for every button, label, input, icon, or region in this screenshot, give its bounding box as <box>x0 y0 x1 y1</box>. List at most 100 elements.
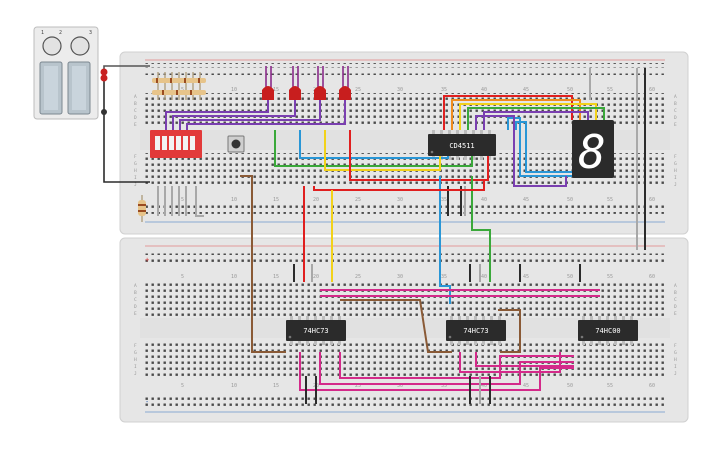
svg-text:55: 55 <box>607 87 613 93</box>
power-leads[interactable] <box>100 65 151 183</box>
svg-text:G: G <box>134 350 137 356</box>
svg-text:15: 15 <box>273 383 279 389</box>
svg-text:I: I <box>134 364 137 370</box>
svg-text:G: G <box>674 161 677 167</box>
svg-text:E: E <box>674 311 677 317</box>
svg-text:30: 30 <box>397 197 403 203</box>
svg-text:35: 35 <box>441 383 447 389</box>
svg-text:G: G <box>134 161 137 167</box>
svg-text:C: C <box>674 108 677 114</box>
svg-text:5: 5 <box>181 383 184 389</box>
svg-text:H: H <box>134 168 137 174</box>
svg-text:60: 60 <box>649 383 655 389</box>
74hc73-chip-1[interactable]: 74HC73 <box>286 316 346 345</box>
svg-text:A: A <box>674 94 677 100</box>
svg-text:F: F <box>674 154 677 160</box>
bottom-row-letters-right: A B C D E F G H I J <box>674 283 677 377</box>
svg-text:50: 50 <box>567 383 573 389</box>
push-button[interactable] <box>227 135 245 153</box>
svg-text:H: H <box>674 357 677 363</box>
svg-text:J: J <box>134 371 137 377</box>
svg-text:25: 25 <box>355 197 361 203</box>
svg-text:F: F <box>674 343 677 349</box>
magenta-wires[interactable] <box>299 289 600 391</box>
power-supply[interactable]: 1 2 3 <box>33 26 99 120</box>
svg-text:55: 55 <box>607 197 613 203</box>
svg-text:40: 40 <box>481 274 487 280</box>
cd4511-label: CD4511 <box>449 142 474 150</box>
svg-text:45: 45 <box>523 87 529 93</box>
svg-text:E: E <box>674 122 677 128</box>
bottom-column-numbers-upper: 5 10 15 20 25 30 35 40 45 50 55 60 <box>181 274 655 280</box>
svg-text:45: 45 <box>523 274 529 280</box>
74hc73-label-2: 74HC73 <box>463 327 488 335</box>
svg-text:I: I <box>674 364 677 370</box>
74hc00-chip[interactable]: 74HC00 <box>578 316 638 345</box>
svg-text:40: 40 <box>481 197 487 203</box>
svg-text:C: C <box>134 108 137 114</box>
jumpers-bottom[interactable] <box>293 264 581 404</box>
svg-text:J: J <box>674 182 677 188</box>
svg-text:A: A <box>134 94 137 100</box>
svg-text:15: 15 <box>273 274 279 280</box>
cd4511-chip[interactable]: CD4511 <box>428 130 496 160</box>
svg-text:55: 55 <box>607 383 613 389</box>
top-row-letters-left: A B C D E F G H I J <box>134 94 137 188</box>
svg-text:5: 5 <box>181 197 184 203</box>
svg-text:5: 5 <box>181 274 184 280</box>
logic-wires-top[interactable] <box>274 130 491 304</box>
svg-text:B: B <box>134 101 137 107</box>
brown-wires[interactable] <box>240 175 521 353</box>
svg-text:10: 10 <box>231 274 237 280</box>
knob-label-2: 2 <box>59 30 62 36</box>
svg-text:35: 35 <box>441 197 447 203</box>
svg-text:B: B <box>674 290 677 296</box>
purple-wires[interactable] <box>165 92 346 130</box>
power-knob-2[interactable] <box>70 36 90 56</box>
svg-text:60: 60 <box>649 274 655 280</box>
svg-text:20: 20 <box>313 274 319 280</box>
svg-text:F: F <box>134 343 137 349</box>
svg-text:J: J <box>674 371 677 377</box>
74hc73-chip-2[interactable]: 74HC73 <box>446 316 506 345</box>
svg-text:D: D <box>134 304 137 310</box>
dip-switch[interactable] <box>150 130 202 158</box>
svg-text:25: 25 <box>355 274 361 280</box>
led-3 <box>314 86 326 100</box>
74hc00-label: 74HC00 <box>595 327 620 335</box>
svg-text:35: 35 <box>441 87 447 93</box>
svg-text:45: 45 <box>523 197 529 203</box>
svg-text:C: C <box>134 297 137 303</box>
svg-text:G: G <box>674 350 677 356</box>
svg-text:15: 15 <box>273 87 279 93</box>
svg-text:30: 30 <box>397 383 403 389</box>
svg-text:B: B <box>674 101 677 107</box>
display-digit: 8 <box>578 125 606 179</box>
power-knob-1[interactable] <box>42 36 62 56</box>
leds[interactable] <box>262 66 351 100</box>
svg-text:C: C <box>674 297 677 303</box>
svg-text:60: 60 <box>649 197 655 203</box>
svg-text:45: 45 <box>523 383 529 389</box>
decoder-display-wires[interactable] <box>443 95 605 187</box>
svg-text:A: A <box>674 283 677 289</box>
svg-text:D: D <box>134 115 137 121</box>
svg-text:60: 60 <box>649 87 655 93</box>
svg-text:30: 30 <box>397 274 403 280</box>
svg-text:30: 30 <box>397 87 403 93</box>
pulldown-resistor[interactable] <box>138 195 146 222</box>
gray-jumpers-top[interactable] <box>157 68 638 250</box>
led-resistors[interactable] <box>152 72 206 100</box>
svg-text:I: I <box>674 175 677 181</box>
svg-text:I: I <box>134 175 137 181</box>
svg-text:50: 50 <box>567 274 573 280</box>
svg-text:15: 15 <box>273 197 279 203</box>
top-row-letters-right: A B C D E F G H I J <box>674 94 677 188</box>
svg-text:55: 55 <box>607 274 613 280</box>
svg-text:10: 10 <box>231 383 237 389</box>
svg-text:50: 50 <box>567 87 573 93</box>
svg-text:40: 40 <box>481 87 487 93</box>
svg-text:25: 25 <box>355 87 361 93</box>
seven-segment-display[interactable]: 8 <box>572 120 614 179</box>
